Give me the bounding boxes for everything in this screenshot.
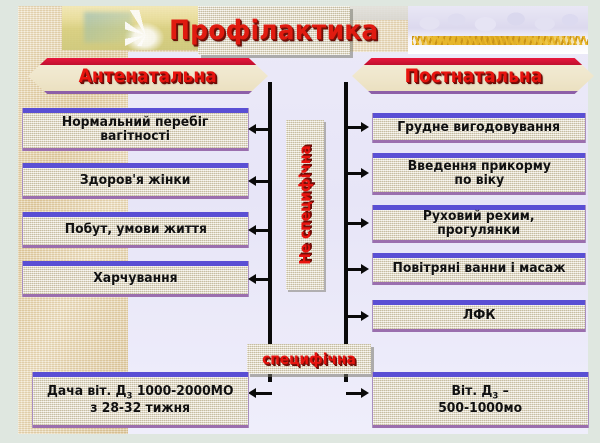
arrow-right-1: [361, 122, 369, 132]
postnatal-item-2: Введення прикорму по віку: [372, 153, 586, 195]
box-bottom-edge: [373, 329, 585, 332]
postnatal-item-3-label: Руховий рехим, прогулянки: [418, 210, 539, 237]
box-top-bar: [33, 372, 248, 377]
box-top-bar: [373, 300, 585, 305]
box-bottom-edge: [33, 425, 248, 428]
connector-left-1: [256, 128, 270, 131]
connector-right-4: [346, 268, 362, 271]
box-bottom-edge: [23, 294, 248, 297]
arrow-left-2: [248, 176, 256, 186]
connector-bottom-right: [346, 392, 362, 395]
line-2: з 28-32 тижня: [90, 400, 191, 416]
box-top-bar: [23, 163, 248, 168]
decorative-wheat-strip: [412, 36, 588, 45]
specific-item-right-label: Віт. Д3 – 500-1000мо: [434, 383, 527, 416]
branch-banner-antenatal: Антенатальна: [28, 58, 268, 94]
postnatal-item-4-label: Повітряні ванни і масаж: [392, 261, 566, 277]
connector-left-4: [256, 278, 270, 281]
arrow-bottom-right: [361, 388, 369, 398]
antenatal-item-2: Здоров'я жінки: [22, 163, 249, 199]
box-bottom-edge: [373, 282, 585, 285]
nonspecific-label: Не специфічна: [296, 145, 315, 265]
arrow-right-3: [361, 218, 369, 228]
specific-item-left: Дача віт. Д3 1000-2000МО з 28-32 тижня: [32, 372, 249, 428]
postnatal-item-5: ЛФК: [372, 300, 586, 332]
postnatal-item-1: Грудне вигодовування: [372, 113, 586, 143]
connector-trunk-left: [268, 82, 272, 382]
box-bottom-edge: [23, 148, 248, 151]
line-1-prefix: Віт. Д: [451, 383, 493, 399]
specific-item-right: Віт. Д3 – 500-1000мо: [372, 372, 589, 428]
connector-trunk-right: [344, 82, 348, 382]
connector-left-3: [256, 229, 270, 232]
antenatal-item-3: Побут, умови життя: [22, 212, 249, 248]
antenatal-item-4-label: Харчування: [93, 271, 178, 287]
nonspecific-label-plaque: Не специфічна: [286, 120, 324, 290]
arrow-bottom-left: [248, 388, 256, 398]
specific-label-plaque: специфічна: [247, 344, 371, 374]
box-top-bar: [373, 205, 585, 210]
box-top-bar: [23, 212, 248, 217]
line-2: вагітності: [100, 128, 171, 144]
box-top-bar: [373, 253, 585, 258]
antenatal-item-3-label: Побут, умови життя: [64, 222, 207, 238]
box-bottom-edge: [23, 196, 248, 199]
antenatal-item-1-label: Нормальний перебіг вагітності: [57, 116, 213, 143]
box-top-bar: [373, 153, 585, 158]
banner-top-bevel: [28, 58, 268, 65]
line-2: прогулянки: [437, 223, 521, 238]
box-top-bar: [373, 113, 585, 118]
branch-label-postnatal: Постнатальна: [404, 65, 542, 87]
postnatal-item-3: Руховий рехим, прогулянки: [372, 205, 586, 243]
connector-left-2: [256, 180, 270, 183]
connector-right-2: [346, 172, 362, 175]
antenatal-item-1: Нормальний перебіг вагітності: [22, 108, 249, 151]
line-1-prefix: Дача віт. Д: [47, 383, 127, 399]
line-1-suffix: –: [498, 383, 510, 399]
connector-right-3: [346, 222, 362, 225]
line-2: 500-1000мо: [438, 400, 523, 416]
box-bottom-edge: [373, 140, 585, 143]
line-2: по віку: [454, 173, 504, 188]
antenatal-item-2-label: Здоров'я жінки: [80, 173, 191, 189]
subscript: 3: [126, 391, 133, 402]
line-1-suffix: 1000-2000МО: [132, 383, 234, 399]
connector-right-5: [346, 315, 362, 318]
arrow-left-3: [248, 225, 256, 235]
arrow-right-2: [361, 168, 369, 178]
box-bottom-edge: [23, 245, 248, 248]
line-1: Нормальний перебіг: [62, 114, 209, 130]
box-top-bar: [373, 372, 588, 377]
connector-bottom-left: [256, 392, 272, 395]
connector-right-1: [346, 126, 362, 129]
box-top-bar: [23, 261, 248, 266]
specific-label: специфічна: [262, 350, 356, 368]
arrow-left-4: [248, 274, 256, 284]
box-top-bar: [23, 108, 248, 113]
postnatal-item-4: Повітряні ванни і масаж: [372, 253, 586, 285]
slide-title-plaque: Профілактика: [169, 6, 378, 55]
box-bottom-edge: [373, 425, 588, 428]
branch-label-antenatal: Антенатальна: [78, 65, 218, 87]
specific-item-left-label: Дача віт. Д3 1000-2000МО з 28-32 тижня: [42, 383, 238, 416]
postnatal-item-2-label: Введення прикорму по віку: [403, 160, 556, 187]
postnatal-item-1-label: Грудне вигодовування: [397, 120, 561, 136]
box-bottom-edge: [373, 240, 585, 243]
line-1: Введення прикорму: [407, 159, 551, 175]
decorative-stones-wheat-image: [408, 6, 588, 54]
antenatal-item-4: Харчування: [22, 261, 249, 297]
arrow-right-5: [361, 311, 369, 321]
banner-top-bevel: [352, 58, 594, 65]
decorative-watercolor-leaf-image: [62, 6, 220, 50]
branch-banner-postnatal: Постнатальна: [352, 58, 594, 94]
banner-bottom-edge: [28, 91, 268, 94]
arrow-left-1: [248, 124, 256, 134]
subscript: 3: [492, 391, 499, 402]
banner-bottom-edge: [352, 91, 594, 94]
arrow-right-4: [361, 264, 369, 274]
line-1: Руховий рехим,: [423, 209, 535, 225]
postnatal-item-5-label: ЛФК: [462, 308, 496, 324]
box-bottom-edge: [373, 192, 585, 195]
page-title: Профілактика: [169, 15, 379, 46]
